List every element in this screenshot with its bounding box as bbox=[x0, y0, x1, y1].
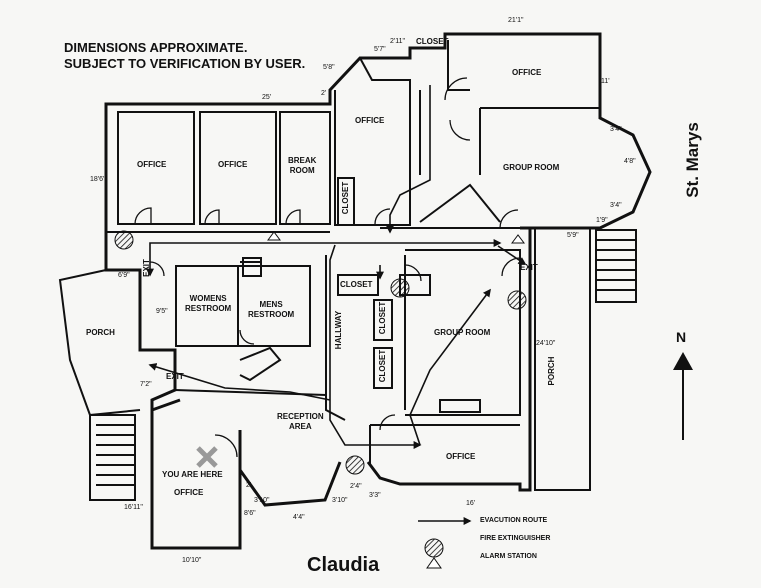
north-arrow-icon bbox=[673, 352, 693, 440]
room-label-mens-restroom: MENS RESTROOM bbox=[248, 300, 295, 319]
exit-label-right: EXIT bbox=[520, 263, 538, 272]
room-label-office-top-right: OFFICE bbox=[512, 68, 542, 77]
dim-label: 16' bbox=[466, 500, 476, 507]
exterior-walls bbox=[104, 32, 652, 550]
street-label-st-marys: St. Marys bbox=[683, 122, 702, 198]
dim-label: 8'6" bbox=[244, 510, 256, 517]
room-label-break-room: BREAK ROOM bbox=[288, 156, 317, 175]
dim-label: 3'4" bbox=[610, 126, 622, 133]
dim-label: 5'9" bbox=[567, 232, 579, 239]
room-label-office-1: OFFICE bbox=[137, 160, 167, 169]
room-label-closet-1: CLOSET bbox=[341, 181, 350, 215]
dim-label: 18'6" bbox=[90, 176, 106, 183]
dim-label: 5'7" bbox=[374, 46, 386, 53]
dim-label: 2' bbox=[321, 90, 327, 97]
exit-label-reception: EXIT bbox=[166, 372, 184, 381]
exit-label-left: EXIT bbox=[142, 259, 151, 277]
dim-label: 3'3" bbox=[369, 492, 381, 499]
room-label-closet-4: CLOSET bbox=[378, 349, 387, 383]
header-note-line: SUBJECT TO VERIFICATION BY USER. bbox=[64, 56, 306, 71]
room-label-office-2: OFFICE bbox=[218, 160, 248, 169]
extinguisher-marker bbox=[114, 230, 134, 250]
dim-label: 2'4" bbox=[350, 483, 362, 490]
extinguisher-marker bbox=[390, 278, 410, 298]
north-label: N bbox=[676, 329, 687, 345]
fire-extinguishers bbox=[114, 230, 527, 558]
dim-label: 3'4" bbox=[610, 202, 622, 209]
room-label-group-room-top: GROUP ROOM bbox=[503, 163, 560, 172]
legend-alarm-icon bbox=[426, 557, 442, 569]
room-label-reception: RECEPTION AREA bbox=[277, 412, 324, 431]
dim-label: 7'2" bbox=[140, 381, 152, 388]
dim-label: 25' bbox=[262, 94, 272, 101]
room-label-closet-3: CLOSET bbox=[378, 301, 387, 335]
header-note: DIMENSIONS APPROXIMATE. SUBJECT TO VERIF… bbox=[64, 40, 305, 72]
dim-label: 4'8" bbox=[624, 158, 636, 165]
dim-label: 16'11" bbox=[124, 504, 143, 511]
legend-extinguisher-label: FIRE EXTINGUISHER bbox=[480, 535, 551, 542]
header-note-line: DIMENSIONS APPROXIMATE. bbox=[64, 40, 248, 55]
alarm-stations bbox=[267, 231, 525, 569]
room-label-porch-left: PORCH bbox=[86, 328, 115, 337]
you-are-here-marker bbox=[196, 446, 218, 468]
room-label-closet-2: CLOSET bbox=[340, 280, 373, 289]
dim-label: 21'1" bbox=[508, 17, 524, 24]
right-porch bbox=[534, 227, 637, 491]
room-label-womens-restroom: WOMENS RESTROOM bbox=[185, 294, 232, 313]
dim-label: 3'10" bbox=[254, 497, 270, 504]
dim-label: 6'9" bbox=[118, 272, 130, 279]
dim-label: 4'4" bbox=[293, 514, 305, 521]
legend-alarm-label: ALARM STATION bbox=[480, 553, 537, 560]
dim-label: 5'8" bbox=[323, 64, 335, 71]
you-are-here-label: YOU ARE HERE bbox=[162, 470, 223, 479]
alarm-marker bbox=[511, 234, 525, 244]
dim-label: 3'10" bbox=[332, 497, 348, 504]
room-label-office-top-mid: OFFICE bbox=[355, 116, 385, 125]
legend-extinguisher-icon bbox=[424, 538, 444, 558]
dim-label: 2'11" bbox=[390, 38, 405, 45]
door-swings bbox=[134, 77, 521, 458]
legend-route-label: EVACUTION ROUTE bbox=[480, 517, 548, 524]
dim-label: 24'10" bbox=[536, 340, 556, 347]
evacuation-route bbox=[146, 85, 527, 449]
street-label-claudia: Claudia bbox=[307, 554, 380, 576]
dim-label: 1'9" bbox=[596, 217, 608, 224]
room-label-closet-top: CLOSET bbox=[416, 37, 449, 46]
room-label-group-room-main: GROUP ROOM bbox=[434, 328, 491, 337]
dim-label: 11' bbox=[601, 78, 610, 85]
dim-label: 10'10" bbox=[182, 557, 202, 564]
dim-label: 9'5" bbox=[156, 308, 168, 315]
alarm-marker bbox=[267, 231, 281, 241]
room-label-office-lower: OFFICE bbox=[446, 452, 476, 461]
room-label-porch-right: PORCH bbox=[547, 356, 556, 386]
extinguisher-marker bbox=[507, 290, 527, 310]
dim-label: 2' bbox=[246, 482, 252, 489]
room-label-office-you: OFFICE bbox=[174, 488, 204, 497]
left-porch bbox=[58, 269, 141, 501]
room-label-hallway: HALLWAY bbox=[334, 310, 343, 350]
extinguisher-marker bbox=[345, 455, 365, 475]
